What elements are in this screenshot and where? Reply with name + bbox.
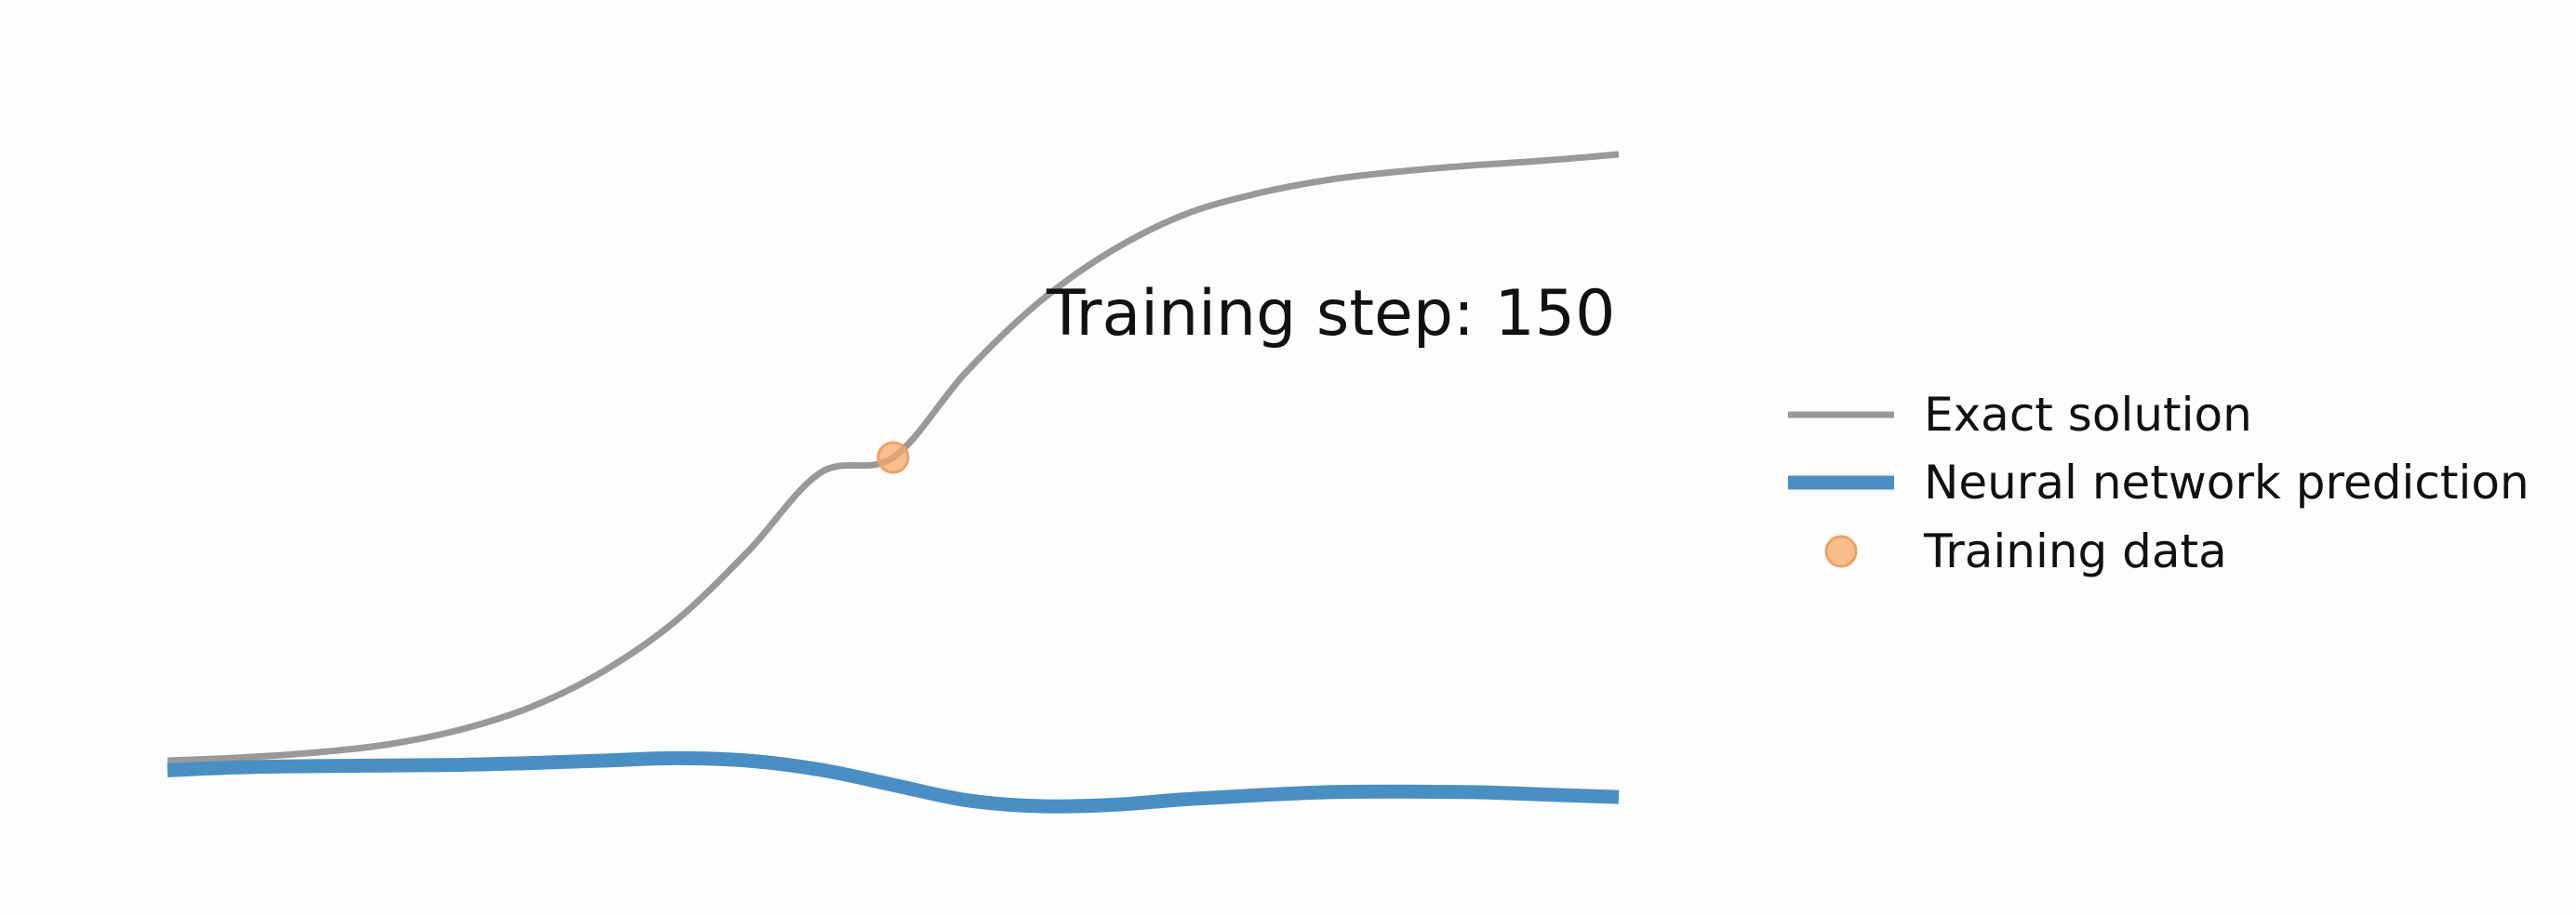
legend-label: Training data [1923,524,2227,578]
training-step-annotation: Training step: 150 [1046,277,1615,351]
legend-label: Exact solution [1924,388,2252,442]
plot-area [167,151,1620,814]
legend-training-data-marker [1824,535,1858,568]
neural-network-prediction-line [167,750,1620,814]
legend-label: Neural network prediction [1924,456,2529,510]
training-data-point [876,441,910,474]
